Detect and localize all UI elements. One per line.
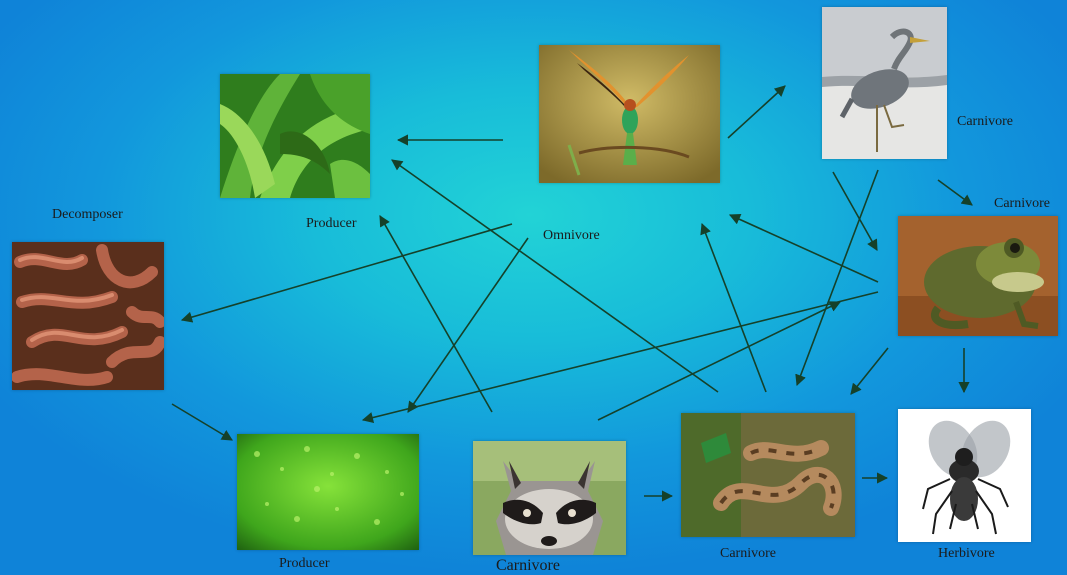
- arrow-heron-to-snake: [797, 170, 878, 385]
- moss-photo: [237, 434, 419, 550]
- label-carnivore-snake: Carnivore: [720, 546, 776, 562]
- worms-photo: [12, 242, 164, 390]
- arrow-frog-to-moss: [363, 292, 878, 420]
- label-herbivore: Herbivore: [938, 546, 995, 562]
- arrow-raccoon-to-frog: [598, 302, 840, 420]
- label-omnivore: Omnivore: [543, 228, 600, 244]
- snake-photo: [681, 413, 855, 537]
- plant-leaves-icon: [220, 74, 370, 198]
- moss-icon: [237, 434, 419, 550]
- arrow-bird-to-heron: [728, 86, 785, 138]
- label-producer-bottom: Producer: [279, 556, 330, 572]
- arrow-snake-to-plant: [392, 160, 718, 392]
- bee-eater-bird-icon: [539, 45, 720, 183]
- earthworms-icon: [12, 242, 164, 390]
- label-carnivore-frog: Carnivore: [994, 196, 1050, 212]
- label-carnivore-raccoon: Carnivore: [496, 557, 560, 575]
- frog-photo: [898, 216, 1058, 336]
- label-carnivore-heron: Carnivore: [957, 114, 1013, 130]
- heron-photo: [822, 7, 947, 159]
- label-producer-top: Producer: [306, 216, 357, 232]
- arrow-frog-to-bird: [730, 215, 878, 282]
- raccoon-photo: [473, 441, 626, 555]
- snake-icon: [681, 413, 855, 537]
- arrow-snake-to-bird: [702, 224, 766, 392]
- arrow-frog-to-snake: [851, 348, 888, 394]
- raccoon-icon: [473, 441, 626, 555]
- arrow-heron-to-frog: [938, 180, 972, 205]
- frog-icon: [898, 216, 1058, 336]
- arrow-omnivore-to-moss: [408, 238, 528, 412]
- arrow-omnivore-to-worms: [182, 224, 512, 320]
- fly-photo: [898, 409, 1031, 542]
- plant-leaves-photo: [220, 74, 370, 198]
- label-decomposer: Decomposer: [52, 207, 123, 223]
- arrow-heron-to-frog-2: [833, 172, 877, 250]
- fly-icon: [898, 409, 1031, 542]
- arrow-raccoon-to-producer: [380, 216, 492, 412]
- heron-icon: [822, 7, 947, 159]
- bird-photo: [539, 45, 720, 183]
- arrow-worms-to-moss: [172, 404, 232, 440]
